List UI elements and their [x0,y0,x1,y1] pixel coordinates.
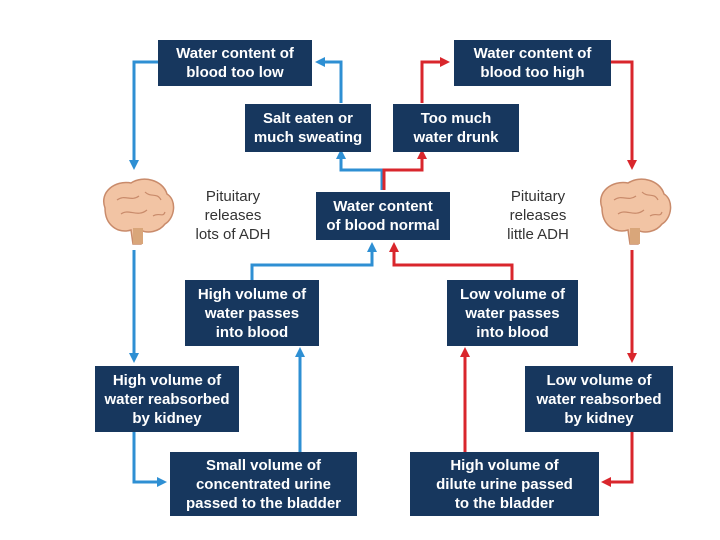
arrow-normal-to-too-much-water [382,149,427,190]
box-salt-sweating: Salt eaten or much sweating [245,104,371,152]
brain-icon [102,178,175,245]
arrow-water-to-too-high [420,57,450,103]
brain-icon [599,178,672,245]
box-water-too-low: Water content of blood too low [158,40,312,86]
box-too-much-water: Too much water drunk [393,104,519,152]
box-low-into-blood: Low volume of water passes into blood [447,280,578,346]
arrow-too-high-to-brain [611,60,637,170]
box-high-into-blood: High volume of water passes into blood [185,280,319,346]
arrow-too-low-to-brain [129,60,158,170]
box-high-dilute-urine: High volume of dilute urine passed to th… [410,452,599,516]
box-water-too-high: Water content of blood too high [454,40,611,86]
box-water-normal: Water content of blood normal [316,192,450,240]
label-pituitary-lots-adh: Pituitary releases lots of ADH [195,188,271,243]
box-small-concentrated-urine: Small volume of concentrated urine passe… [170,452,357,516]
box-low-reabsorbed: Low volume of water reabsorbed by kidney [525,366,673,432]
arrow-salt-to-too-low [315,57,343,103]
arrow-blood-to-normal [250,242,377,282]
arrow-reabsorbed-to-urine [132,430,167,487]
arrow-normal-to-salt [336,149,384,190]
box-high-reabsorbed: High volume of water reabsorbed by kidne… [95,366,239,432]
arrow-low-blood-to-normal [389,242,514,282]
arrow-reabsorbed-to-dilute [601,430,634,487]
label-pituitary-little-adh: Pituitary releases little ADH [507,188,569,243]
